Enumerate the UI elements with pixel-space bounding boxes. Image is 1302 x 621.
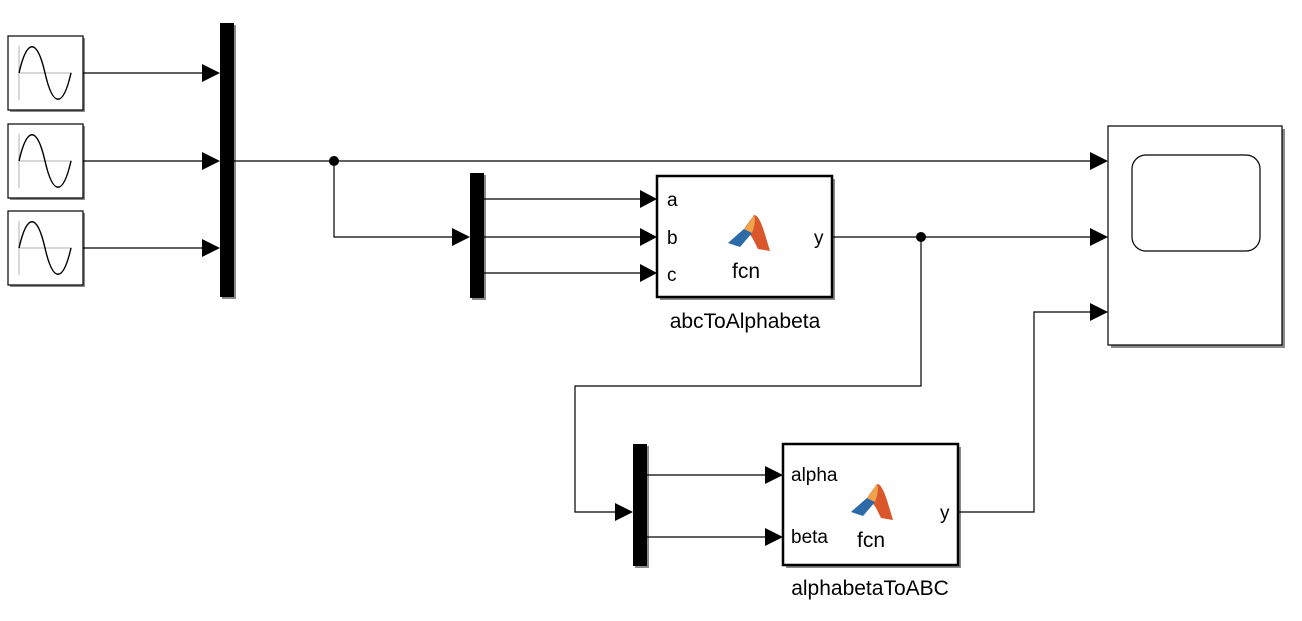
wire-branch-to-mux2[interactable] bbox=[333, 161, 470, 246]
sine-wave-icon bbox=[18, 221, 72, 275]
fcn-label: fcn bbox=[857, 529, 885, 552]
port-label-beta: beta bbox=[791, 527, 828, 548]
port-label-c: c bbox=[667, 265, 677, 286]
sine-wave-source-2[interactable] bbox=[7, 123, 85, 200]
scope-screen-icon bbox=[1131, 154, 1261, 252]
wire-alphabeta-to-scope[interactable] bbox=[958, 303, 1108, 513]
block-name-abc-to-alphabeta: abcToAlphabeta bbox=[670, 310, 821, 333]
sine-wave-source-1[interactable] bbox=[7, 35, 85, 112]
port-label-b: b bbox=[667, 228, 678, 249]
port-label-alpha: alpha bbox=[791, 465, 838, 486]
sine-wave-source-3[interactable] bbox=[7, 210, 85, 287]
wire-mux2-to-a[interactable] bbox=[484, 190, 657, 208]
wire-source2-to-mux1[interactable] bbox=[83, 152, 220, 170]
mux-bar-3[interactable] bbox=[633, 444, 649, 568]
fcn-label: fcn bbox=[732, 260, 760, 283]
wire-mux3-to-beta[interactable] bbox=[647, 528, 783, 546]
wire-mux2-to-b[interactable] bbox=[484, 228, 657, 246]
abc-to-alphabeta-block[interactable]: a b c y fcn bbox=[655, 174, 835, 300]
mux-bar-2[interactable] bbox=[470, 173, 486, 300]
port-label-y: y bbox=[814, 228, 824, 249]
port-label-a: a bbox=[667, 190, 678, 211]
wire-mux1-to-scope[interactable] bbox=[234, 152, 1108, 170]
sine-wave-icon bbox=[18, 46, 72, 100]
wire-source3-to-mux1[interactable] bbox=[83, 239, 220, 257]
mux-bar-1[interactable] bbox=[220, 23, 236, 299]
wire-source1-to-mux1[interactable] bbox=[83, 64, 220, 82]
wire-abc-to-scope[interactable] bbox=[832, 228, 1108, 246]
sine-wave-icon bbox=[18, 134, 72, 188]
wire-branch-to-mux3[interactable] bbox=[574, 237, 922, 521]
block-name-alphabeta-to-abc: alphabetaToABC bbox=[791, 577, 949, 600]
wire-mux3-to-alpha[interactable] bbox=[647, 466, 783, 484]
port-label-y: y bbox=[940, 503, 950, 524]
wire-mux2-to-c[interactable] bbox=[484, 264, 657, 282]
scope-block[interactable] bbox=[1107, 125, 1285, 348]
alphabeta-to-abc-block[interactable]: alpha beta y fcn bbox=[781, 442, 961, 568]
